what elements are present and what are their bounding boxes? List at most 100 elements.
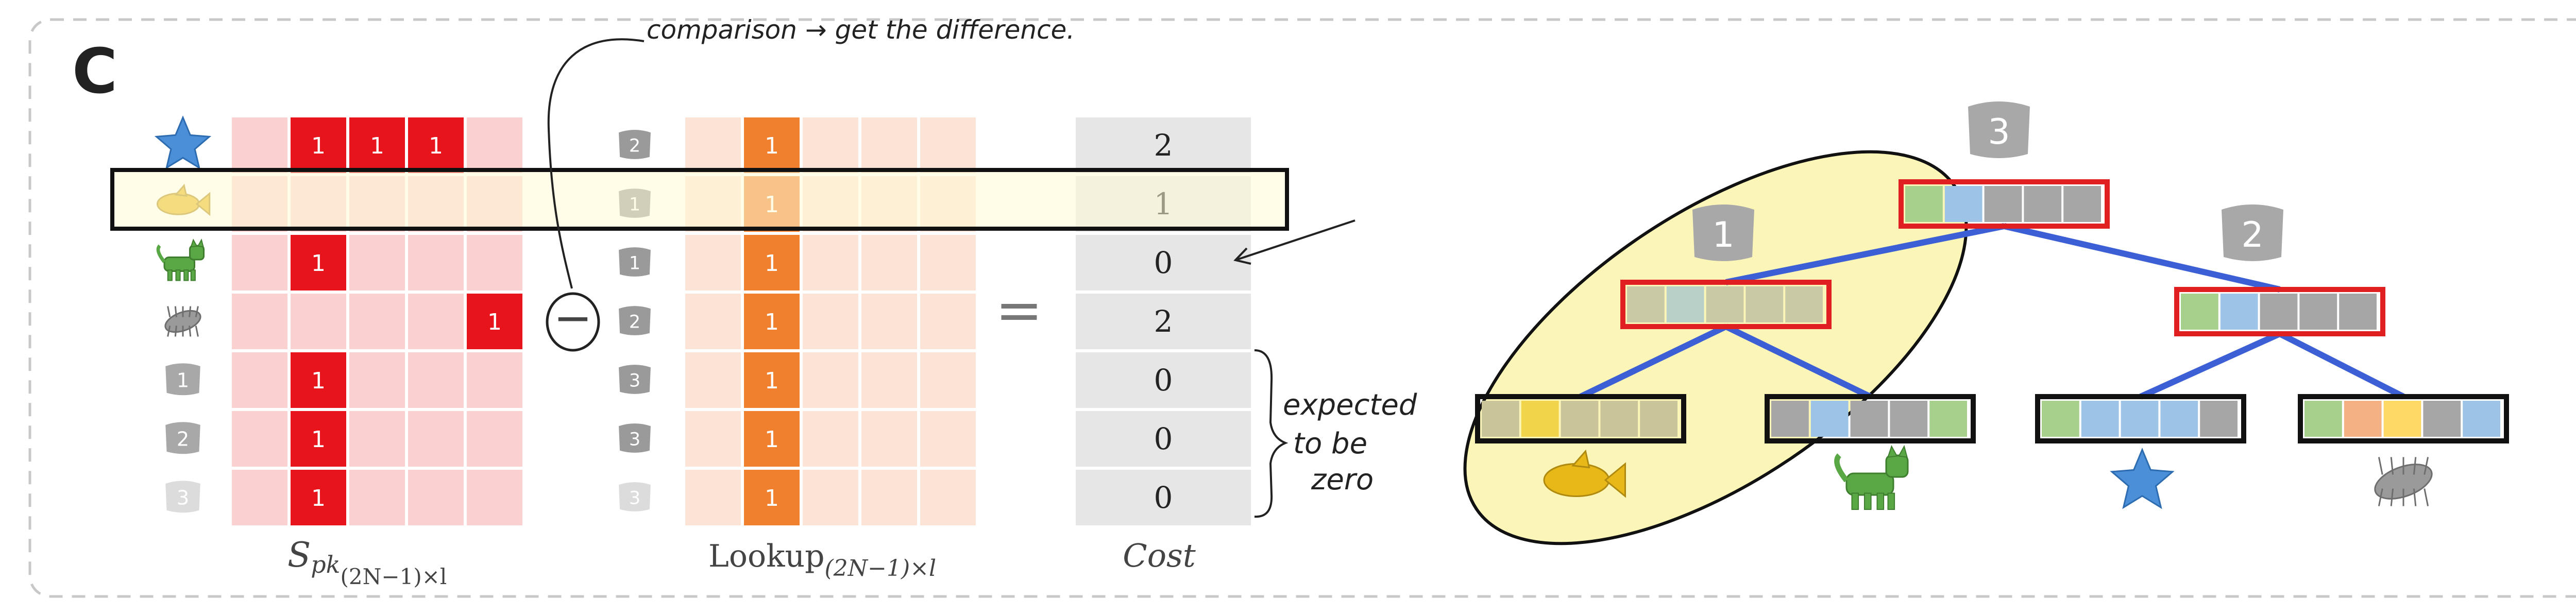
- tree-edge: [2139, 331, 2281, 400]
- spk-cell: [408, 470, 464, 525]
- tree-node-label-icon: 2: [2222, 204, 2283, 261]
- subtree-highlight-ellipse: [1463, 150, 1968, 545]
- lookup-one-label: 1: [765, 133, 779, 159]
- tree-node-n1: 1: [1620, 204, 1832, 329]
- svg-text:3: 3: [629, 429, 640, 450]
- cost-cell: [1076, 470, 1251, 525]
- spk-cell: [408, 352, 464, 408]
- expected-text-1: expected: [1283, 388, 1417, 422]
- tree-node-cell: [2383, 401, 2421, 437]
- svg-text:2: 2: [2241, 215, 2263, 255]
- lookup-cell: [744, 294, 800, 349]
- cost-cell: [1076, 235, 1251, 291]
- spk-cell: [467, 235, 522, 291]
- spk-cell: [232, 294, 287, 349]
- tree-node-cell: [1890, 401, 1928, 437]
- tree-node-cell: [1706, 286, 1744, 322]
- lookup-cell: [861, 117, 917, 173]
- lookup-cell: [861, 294, 917, 349]
- leaf-fish-icon: [1543, 449, 1626, 498]
- spk-cell: [467, 294, 522, 349]
- lookup-cell: [685, 470, 741, 525]
- spk-cell: [291, 411, 346, 467]
- spk-one-label: 1: [311, 368, 326, 394]
- lookup-cell: [920, 294, 976, 349]
- svg-text:1: 1: [1712, 215, 1734, 255]
- lookup-label: Lookup(2N−1)×l: [708, 538, 936, 582]
- lookup-cell: [744, 117, 800, 173]
- lookup-one-label: 1: [765, 426, 779, 453]
- tree-node-cell: [2042, 401, 2079, 437]
- tree-node-cell: [1771, 401, 1809, 437]
- tree-node-label-icon: 3: [1968, 101, 2030, 158]
- spk-cell: [467, 352, 522, 408]
- spk-one-label: 1: [370, 133, 384, 159]
- lookup-cell: [920, 470, 976, 525]
- cost-value: 0: [1154, 245, 1173, 280]
- spk-cell: [349, 352, 405, 408]
- tree-edge: [1724, 323, 1872, 400]
- tree-node-fish: [1475, 394, 1686, 443]
- cost-value: 0: [1154, 363, 1173, 398]
- tree-leaf-icons: [1543, 445, 2433, 510]
- lookup-cell: [803, 352, 858, 408]
- spk-cell: [291, 470, 346, 525]
- pointer-arrow: [1235, 219, 1355, 261]
- tree-node-border: [1765, 394, 1976, 443]
- lookup-cell: [861, 235, 917, 291]
- expected-text-2: to be: [1293, 427, 1367, 460]
- lookup-cell: [744, 411, 800, 467]
- cost-value: 2: [1154, 128, 1173, 163]
- spk-cell: [408, 294, 464, 349]
- tree-node-border: [2298, 394, 2509, 443]
- row-icon-box-icon: 2: [619, 130, 651, 159]
- row-icon-box-icon: 3: [619, 423, 651, 453]
- panel-label: C: [72, 36, 117, 108]
- cost-cell: [1076, 117, 1251, 173]
- cost-cell: [1076, 352, 1251, 408]
- tree-node-cell: [2063, 186, 2101, 222]
- leaf-star-icon: [2110, 448, 2175, 509]
- tree-node-cell: [2181, 294, 2218, 330]
- tree-node-cell: [1745, 286, 1784, 322]
- lookup-cell: [861, 411, 917, 467]
- svg-text:3: 3: [177, 487, 189, 510]
- tree-node-cell: [1600, 401, 1638, 437]
- tree-node-cell: [1850, 401, 1888, 437]
- spk-cell: [408, 411, 464, 467]
- row-icon-box-icon: 3: [619, 482, 651, 511]
- tree-node-cell: [2344, 401, 2382, 437]
- spk-cell: [232, 117, 287, 173]
- tree-node-cell: [1666, 286, 1704, 322]
- spk-cell: [291, 117, 346, 173]
- spk-cell: [349, 294, 405, 349]
- lookup-cell: [744, 352, 800, 408]
- lookup-cell: [920, 235, 976, 291]
- tree-node-border: [1475, 394, 1686, 443]
- tree-edges: [1579, 223, 2405, 400]
- cost-value: 0: [1154, 480, 1173, 515]
- lookup-cell: [685, 117, 741, 173]
- cost-label: Cost: [1123, 537, 1196, 574]
- spk-cell: [349, 117, 405, 173]
- spk-cell: [467, 411, 522, 467]
- cost-value: 0: [1154, 421, 1173, 456]
- tree-node-cell: [2423, 401, 2461, 437]
- row-icon-box-icon: 1: [619, 247, 651, 277]
- lookup-cell: [803, 294, 858, 349]
- tree-nodes: 3 1 2: [1475, 101, 2509, 443]
- row-icon-box-icon: 2: [165, 422, 200, 454]
- svg-text:3: 3: [629, 370, 640, 391]
- svg-text:3: 3: [1988, 112, 2010, 152]
- tree-node-cell: [1785, 286, 1823, 322]
- svg-text:2: 2: [629, 135, 640, 156]
- tree-node-cell: [2220, 294, 2258, 330]
- tree-node-n3: 3: [1899, 101, 2110, 229]
- tree-node-cell: [2463, 401, 2500, 437]
- tree-node-cell: [2121, 401, 2159, 437]
- spk-cell: [291, 294, 346, 349]
- tree-edge: [1725, 223, 2005, 285]
- row-icon-box-icon: 2: [619, 306, 651, 335]
- spk-cell: [232, 411, 287, 467]
- cost-value: 2: [1154, 304, 1173, 339]
